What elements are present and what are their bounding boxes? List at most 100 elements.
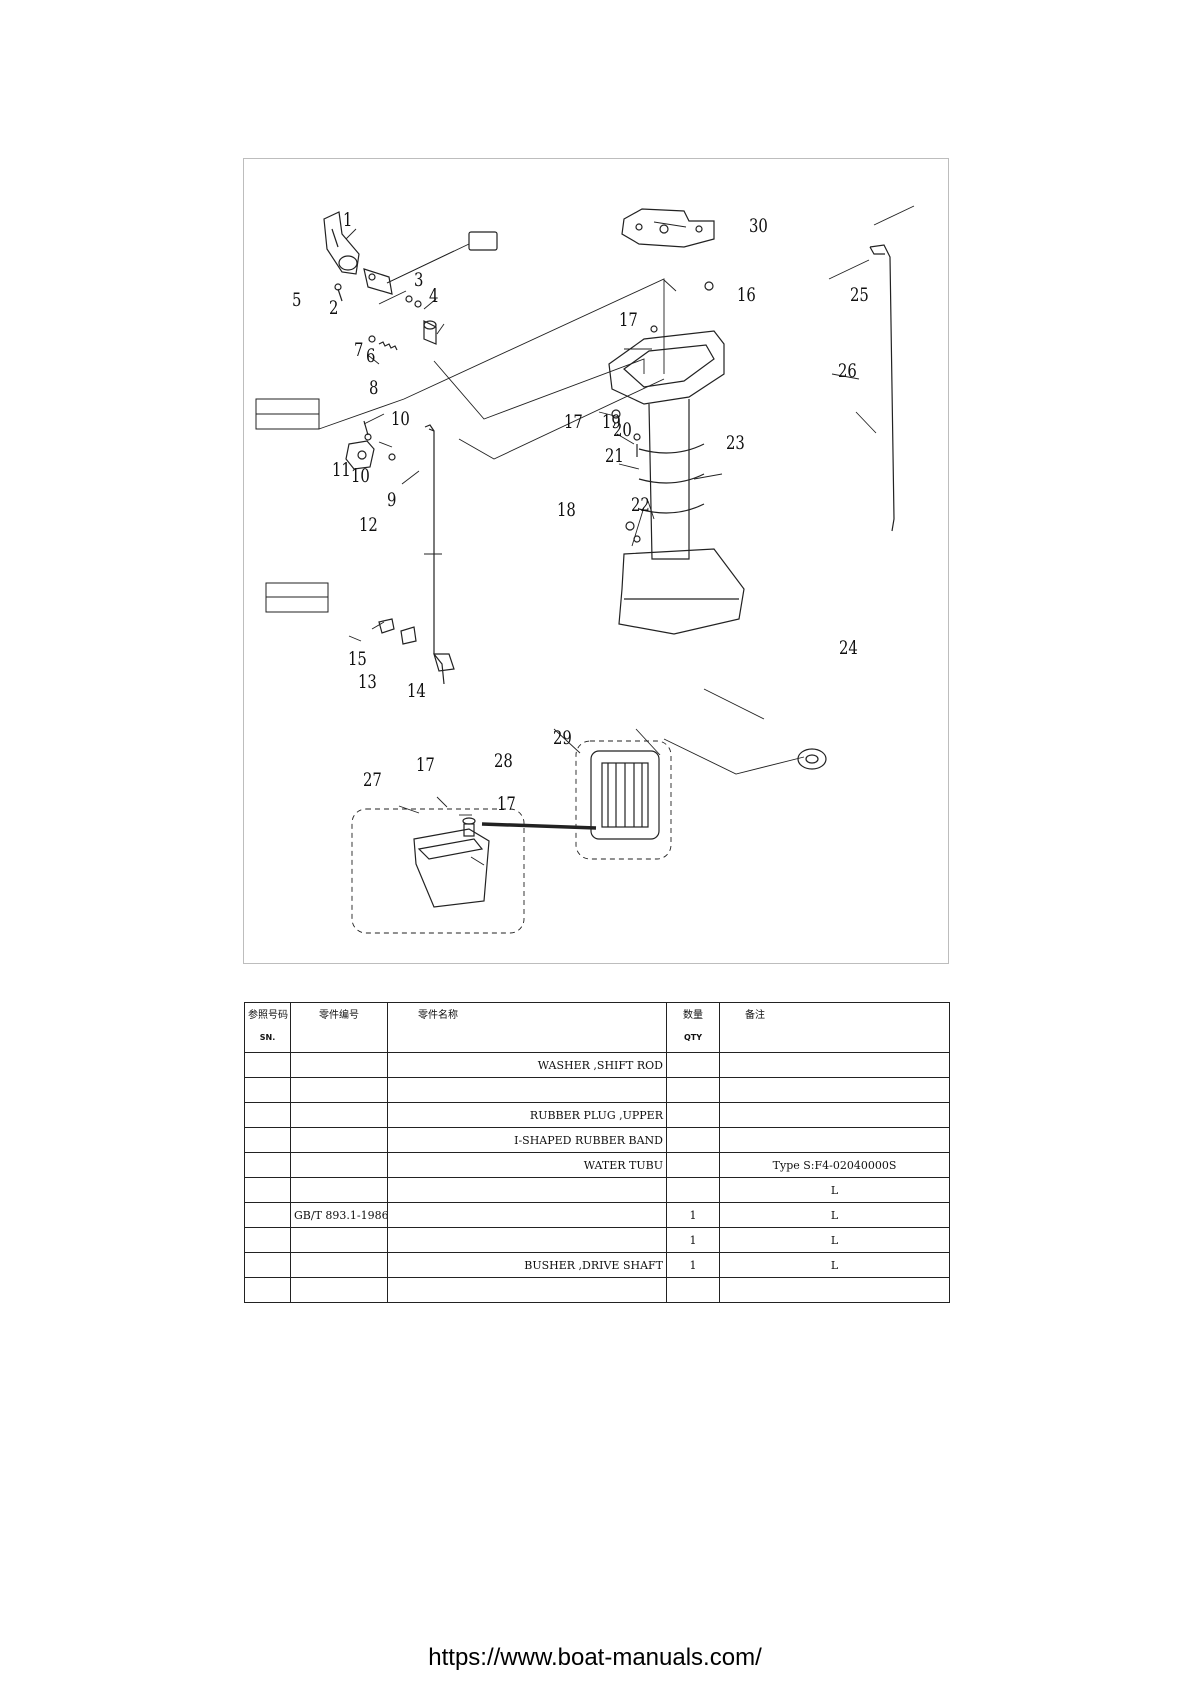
- cell-part-no: [290, 1152, 388, 1178]
- cell-note: L: [719, 1202, 950, 1228]
- header-part-no: 零件编号: [290, 1002, 388, 1053]
- callout-number: 6: [366, 345, 376, 367]
- part-grommet: [797, 748, 827, 770]
- footer-url[interactable]: https://www.boat-manuals.com/: [428, 1644, 762, 1671]
- callout-number: 21: [605, 445, 624, 467]
- cell-sn: [244, 1202, 291, 1228]
- cell-qty: [666, 1127, 720, 1153]
- callout-number: 7: [354, 339, 364, 361]
- callout-number: 4: [429, 285, 439, 307]
- cell-qty: 1: [666, 1252, 720, 1278]
- part-spring-pin: [368, 335, 398, 351]
- cell-note: [719, 1127, 950, 1153]
- part-fasteners: [611, 281, 714, 531]
- cell-part-no: [290, 1252, 388, 1278]
- part-lower-cover: [413, 817, 490, 908]
- part-shift-arm: [334, 231, 498, 345]
- callout-number: 17: [497, 793, 516, 815]
- callout-number: 9: [387, 489, 397, 511]
- cell-sn: [244, 1277, 291, 1303]
- routing-lines: [318, 278, 805, 830]
- cell-name: I-SHAPED RUBBER BAND: [387, 1127, 667, 1153]
- cell-note: Type S:F4-02040000S: [719, 1152, 950, 1178]
- callout-number: 5: [292, 289, 302, 311]
- callout-number: 14: [407, 680, 426, 702]
- cell-note: [719, 1077, 950, 1103]
- callout-number: 3: [414, 269, 424, 291]
- diagram-drawing: [255, 205, 915, 934]
- cell-name: WATER TUBU: [387, 1152, 667, 1178]
- callout-number: 11: [332, 459, 351, 481]
- callout-number: 30: [749, 215, 768, 237]
- header-sn-cn: 参照号码: [248, 1010, 288, 1021]
- callout-number: 10: [351, 465, 370, 487]
- cell-sn: [244, 1052, 291, 1078]
- label-boxes: [255, 398, 329, 613]
- cell-qty: [666, 1177, 720, 1203]
- header-part-no-cn: 零件编号: [319, 1010, 359, 1021]
- cell-note: L: [719, 1177, 950, 1203]
- callout-number: 16: [737, 284, 756, 306]
- callout-number: 15: [348, 648, 367, 670]
- cell-qty: [666, 1052, 720, 1078]
- table-row: I-SHAPED RUBBER BAND: [244, 1127, 950, 1153]
- cell-sn: [244, 1127, 291, 1153]
- callout-number: 18: [557, 499, 576, 521]
- part-shift-bracket: [323, 211, 360, 275]
- callout-number: 2: [329, 297, 339, 319]
- cell-sn: [244, 1077, 291, 1103]
- cell-part-no: [290, 1227, 388, 1253]
- callout-number: 10: [391, 408, 410, 430]
- table-row: [244, 1077, 950, 1103]
- header-sn: 参照号码 SN.: [244, 1002, 291, 1053]
- callout-number: 17: [416, 754, 435, 776]
- cell-qty: [666, 1277, 720, 1303]
- cell-name: RUBBER PLUG ,UPPER: [387, 1102, 667, 1128]
- cell-note: [719, 1277, 950, 1303]
- header-qty-en: QTY: [683, 1033, 703, 1042]
- callout-number: 23: [726, 432, 745, 454]
- cell-name: [387, 1202, 667, 1228]
- header-qty: 数量 QTY: [666, 1002, 720, 1053]
- cell-name: [387, 1277, 667, 1303]
- callout-number: 12: [359, 514, 378, 536]
- inset-frames: [351, 740, 672, 934]
- part-long-rod: [869, 244, 895, 532]
- cell-part-no: [290, 1127, 388, 1153]
- cell-qty: 1: [666, 1227, 720, 1253]
- callout-number: 27: [363, 769, 382, 791]
- callout-number: 20: [613, 419, 632, 441]
- callout-number: 26: [838, 360, 857, 382]
- cell-note: L: [719, 1252, 950, 1278]
- cell-note: L: [719, 1227, 950, 1253]
- header-qty-cn: 数量: [683, 1010, 703, 1021]
- cell-part-no: [290, 1077, 388, 1103]
- callout-number: 1: [343, 209, 353, 231]
- cell-sn: [244, 1177, 291, 1203]
- cell-sn: [244, 1152, 291, 1178]
- callout-number: 8: [369, 377, 379, 399]
- header-name-cn: 零件名称: [418, 1010, 458, 1021]
- table-row: WATER TUBU Type S:F4-02040000S: [244, 1152, 950, 1178]
- cell-qty: [666, 1102, 720, 1128]
- callout-number: 17: [619, 309, 638, 331]
- callout-number: 29: [553, 727, 572, 749]
- cell-part-no: [290, 1052, 388, 1078]
- callout-number: 22: [631, 494, 650, 516]
- callout-number: 19: [602, 411, 621, 433]
- cell-sn: [244, 1252, 291, 1278]
- header-sn-en: SN.: [259, 1033, 276, 1042]
- callout-number: 28: [494, 750, 513, 772]
- part-shift-handle: [378, 618, 455, 672]
- cell-sn: [244, 1227, 291, 1253]
- cell-name: WASHER ,SHIFT ROD: [387, 1052, 667, 1078]
- table-row: L: [244, 1177, 950, 1203]
- header-note: 备注: [719, 1002, 950, 1053]
- cell-name: BUSHER ,DRIVE SHAFT: [387, 1252, 667, 1278]
- table-row: RUBBER PLUG ,UPPER: [244, 1102, 950, 1128]
